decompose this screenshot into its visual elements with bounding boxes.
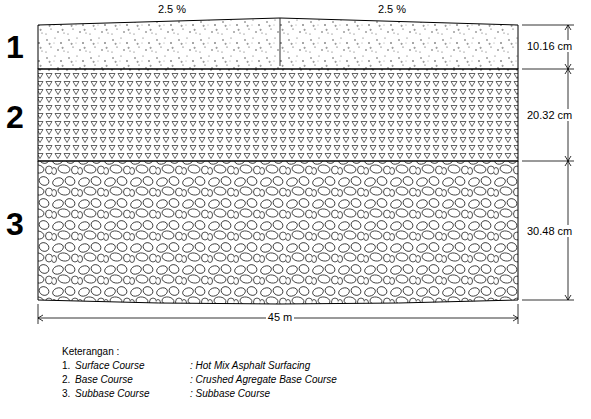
legend-number: 1. bbox=[62, 360, 70, 371]
layer-number: 1 bbox=[6, 30, 24, 65]
legend-item: Subbase Course bbox=[75, 388, 150, 399]
dimension-label: 45 m bbox=[266, 311, 294, 323]
subbase-course bbox=[38, 161, 518, 304]
legend-description: : Hot Mix Asphalt Surfacing bbox=[190, 360, 310, 371]
legend-item: Surface Course bbox=[75, 360, 144, 371]
legend-item: Base Course bbox=[75, 374, 133, 385]
legend-number: 2. bbox=[62, 374, 70, 385]
surface-course bbox=[38, 18, 518, 69]
dimension-label: 10.16 cm bbox=[525, 40, 574, 52]
layer-number: 3 bbox=[6, 207, 24, 242]
legend-description: : Crushed Agregate Base Course bbox=[190, 374, 337, 385]
crown-line bbox=[280, 18, 281, 66]
slope-label: 2.5 % bbox=[158, 3, 186, 15]
slope-label: 2.5 % bbox=[378, 3, 406, 15]
legend-number: 3. bbox=[62, 388, 70, 399]
dimension-label: 20.32 cm bbox=[525, 109, 574, 121]
legend-description: : Subbase Course bbox=[190, 388, 270, 399]
legend-heading: Keterangan : bbox=[62, 346, 119, 357]
layer-number: 2 bbox=[6, 100, 24, 135]
dimension-lines bbox=[38, 25, 574, 324]
dimension-label: 30.48 cm bbox=[525, 225, 574, 237]
base-course bbox=[38, 69, 518, 161]
